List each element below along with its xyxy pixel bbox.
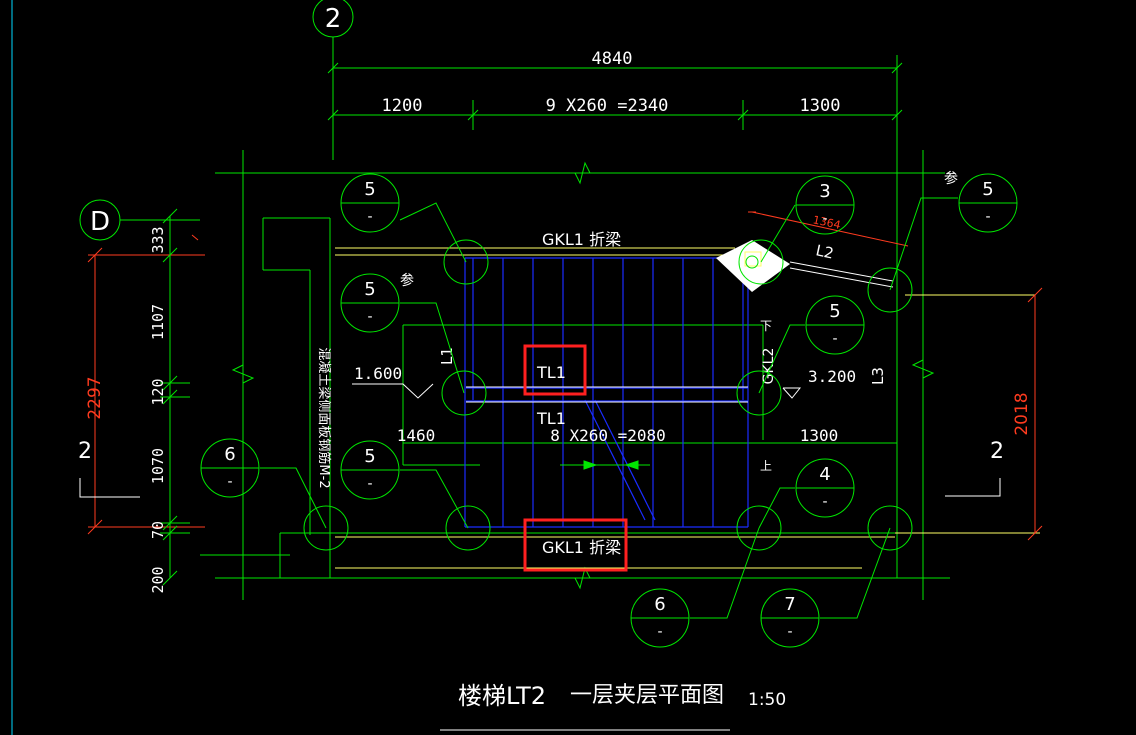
callout-number: 5 [829,301,840,322]
dim-1460: 1460 [397,426,436,445]
callout-number: 7 [784,594,795,615]
left-dimension-chain [160,208,190,586]
drawing-scale: 1:50 [748,690,786,710]
callout-sub: - [657,624,662,640]
callout-bubble: 5- [340,440,469,529]
section-mark-left-label: 2 [78,439,92,464]
grid-axis-d-label: D [90,207,110,237]
ref-note-2: 参 [400,272,414,289]
callout-sub: - [367,309,372,325]
l2-small-dim: 1364 [812,213,842,232]
drawing-subtitle: 一层夹层平面图 [570,683,724,708]
callout-sub: - [787,624,792,640]
dim-total: 4840 [592,49,633,69]
callout-bubble: 4- [758,458,855,529]
beam-lines [335,247,1040,569]
dim-right: 1300 [800,96,841,116]
l2-red-dimension [748,211,909,247]
callout-sub: - [227,474,232,490]
dim-middle: 9 X260 =2340 [546,96,669,116]
stair-treads [464,257,749,528]
dim-1300-mid: 1300 [800,426,839,445]
section-mark-right [945,478,1001,497]
callout-number: 6 [224,444,235,465]
callout-sub: - [832,331,837,347]
callout-bubble: 5- [758,295,865,394]
dim-333: 333 [149,226,167,253]
flight-arrows [560,460,650,470]
callout-number: 5 [982,179,993,200]
wall-outlines [169,150,950,600]
dim-1107: 1107 [149,304,167,340]
callout-bubble: 5- [340,273,465,394]
elevation-markers [352,383,802,399]
lower-flight-dim: 8 X260 =2080 [550,426,666,445]
callout-number: 5 [364,446,375,467]
node-circles [303,239,913,551]
wall-note: 混凝土梁侧面板钢筋M-2 [316,347,332,488]
dim-1070: 1070 [149,448,167,484]
grid-axis-d [79,199,200,241]
dim-120: 120 [149,378,167,405]
dim-left: 1200 [382,96,423,116]
highlight-box-tl1 [523,344,587,396]
callout-sub: - [367,476,372,492]
l2-label: L2 [814,241,835,262]
elevation-left: 1.600 [354,364,402,383]
callout-sub: - [367,209,372,225]
gkl2-label: GKL2 [761,348,777,385]
column-node-marker [716,240,790,292]
highlight-box-gkl1 [523,518,628,572]
landing-lines [466,386,748,403]
ref-note-1: 参 [944,170,958,187]
left-red-dimension [87,234,205,535]
tl1-lower-label: TL1 [536,409,566,428]
left-overall-dim: 2297 [85,376,105,419]
gkl1-bottom-label: GKL1 折梁 [542,538,621,557]
dim-70: 70 [149,521,167,539]
l2-beam [789,261,894,288]
down-mark: 下 [760,319,772,333]
callout-number: 6 [654,594,665,615]
callout-number: 4 [819,464,830,485]
callout-bubble: 6- [200,438,327,529]
gkl1-top-label: GKL1 折梁 [542,230,621,249]
callouts: 5-3-5-5-5-5-6-4-6-7- [200,173,1018,648]
right-red-dimension [1027,287,1043,541]
tl1-upper-label: TL1 [536,363,566,382]
drawing-title: 楼梯LT2 [458,682,546,710]
callout-sub: - [985,209,990,225]
callout-number: 5 [364,179,375,200]
elevation-right: 3.200 [808,367,856,386]
section-mark-left [79,478,140,498]
callout-bubble: 5- [889,173,1018,291]
l3-label: L3 [869,367,887,385]
callout-number: 3 [819,181,830,202]
callout-bubble: 6- [630,527,760,648]
grid-axis-2-label: 2 [325,4,342,34]
callout-sub: - [822,494,827,510]
callout-number: 5 [364,279,375,300]
callout-bubble: 3- [760,175,855,263]
callout-sub: - [822,211,827,227]
callout-bubble: 5- [340,173,467,263]
l1-label: L1 [438,347,456,365]
callout-bubble: 7- [760,527,891,648]
top-dimension-lines [327,55,903,175]
dim-200: 200 [149,566,167,593]
right-overall-dim: 2018 [1012,392,1032,435]
up-mark: 上 [760,459,772,473]
section-mark-right-label: 2 [990,439,1004,464]
